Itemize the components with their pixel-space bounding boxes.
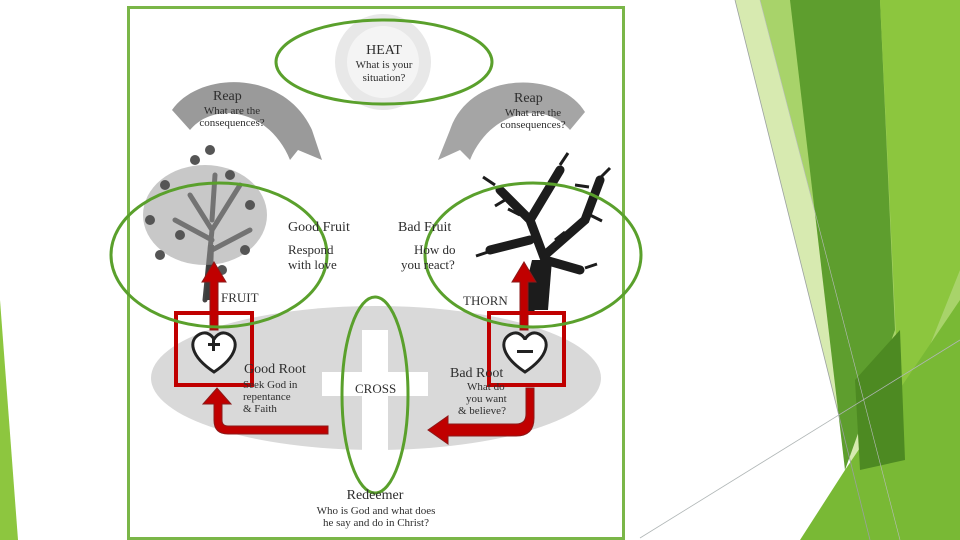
- reap-left-line1: What are the: [203, 105, 261, 117]
- redeemer-title: Redeemer: [346, 488, 404, 503]
- fruit-label: FRUIT: [221, 290, 259, 305]
- facet-line-3: [759, 0, 901, 540]
- reap-left-arc: [172, 82, 322, 160]
- heat-question-line2: situation?: [362, 72, 406, 84]
- good-fruit-title: Good Fruit: [288, 220, 350, 235]
- right-facet-dark: [790, 0, 895, 470]
- bad-fruit-line2: you react?: [401, 257, 455, 272]
- bad-root-line3: & believe?: [458, 405, 506, 417]
- thorn-label: THORN: [463, 293, 508, 308]
- good-fruit-line2: with love: [288, 257, 337, 272]
- arrow-from-bad-root: [427, 387, 535, 445]
- bad-root-box: [487, 311, 566, 387]
- reap-right-line1: What are the: [504, 107, 562, 119]
- heat-oval: [274, 18, 494, 106]
- reap-left-line2: consequences?: [199, 117, 265, 129]
- reap-right-title: Reap: [514, 91, 543, 106]
- left-green-sliver: [0, 300, 18, 540]
- sun-icon: [335, 14, 431, 110]
- heat-title: HEAT: [366, 43, 402, 58]
- good-fruit-oval: [109, 181, 329, 329]
- right-facet-bright: [880, 0, 960, 420]
- good-root-line3: & Faith: [243, 403, 277, 415]
- arrow-up-thorn: [511, 261, 537, 331]
- right-facet-shadow: [855, 330, 905, 470]
- thorn-tree-icon: [475, 152, 612, 315]
- facet-line-1: [734, 0, 871, 540]
- facet-line-2: [639, 339, 960, 539]
- arrow-up-fruit: [201, 261, 227, 331]
- bad-root-line2: you want: [466, 393, 507, 405]
- reap-right-line2: consequences?: [500, 119, 566, 131]
- reap-left-title: Reap: [213, 89, 242, 104]
- cross-label: CROSS: [355, 381, 397, 396]
- bad-fruit-oval: [423, 181, 643, 329]
- good-fruit-line1: Respond: [288, 242, 334, 257]
- heat-question-line1: What is your: [355, 59, 413, 71]
- cross-oval: [340, 295, 410, 495]
- good-root-line1: Seek God in: [243, 379, 298, 391]
- bad-fruit-title: Bad Fruit: [398, 220, 452, 235]
- good-root-box: [174, 311, 254, 387]
- heart-plus-icon: [191, 331, 237, 374]
- bad-root-line1: What do: [467, 381, 505, 393]
- heart-minus-icon: [502, 331, 548, 374]
- redeemer-line2: he say and do in Christ?: [322, 517, 429, 529]
- bad-root-title: Bad Root: [450, 366, 504, 381]
- cross-icon: [322, 330, 428, 480]
- good-root-line2: repentance: [243, 391, 291, 403]
- redeemer-line1: Who is God and what does: [316, 505, 436, 517]
- reap-right-arc: [438, 82, 585, 160]
- good-root-title: Good Root: [244, 362, 306, 377]
- arrow-to-good-root: [201, 387, 329, 435]
- bad-fruit-line1: How do: [414, 242, 456, 257]
